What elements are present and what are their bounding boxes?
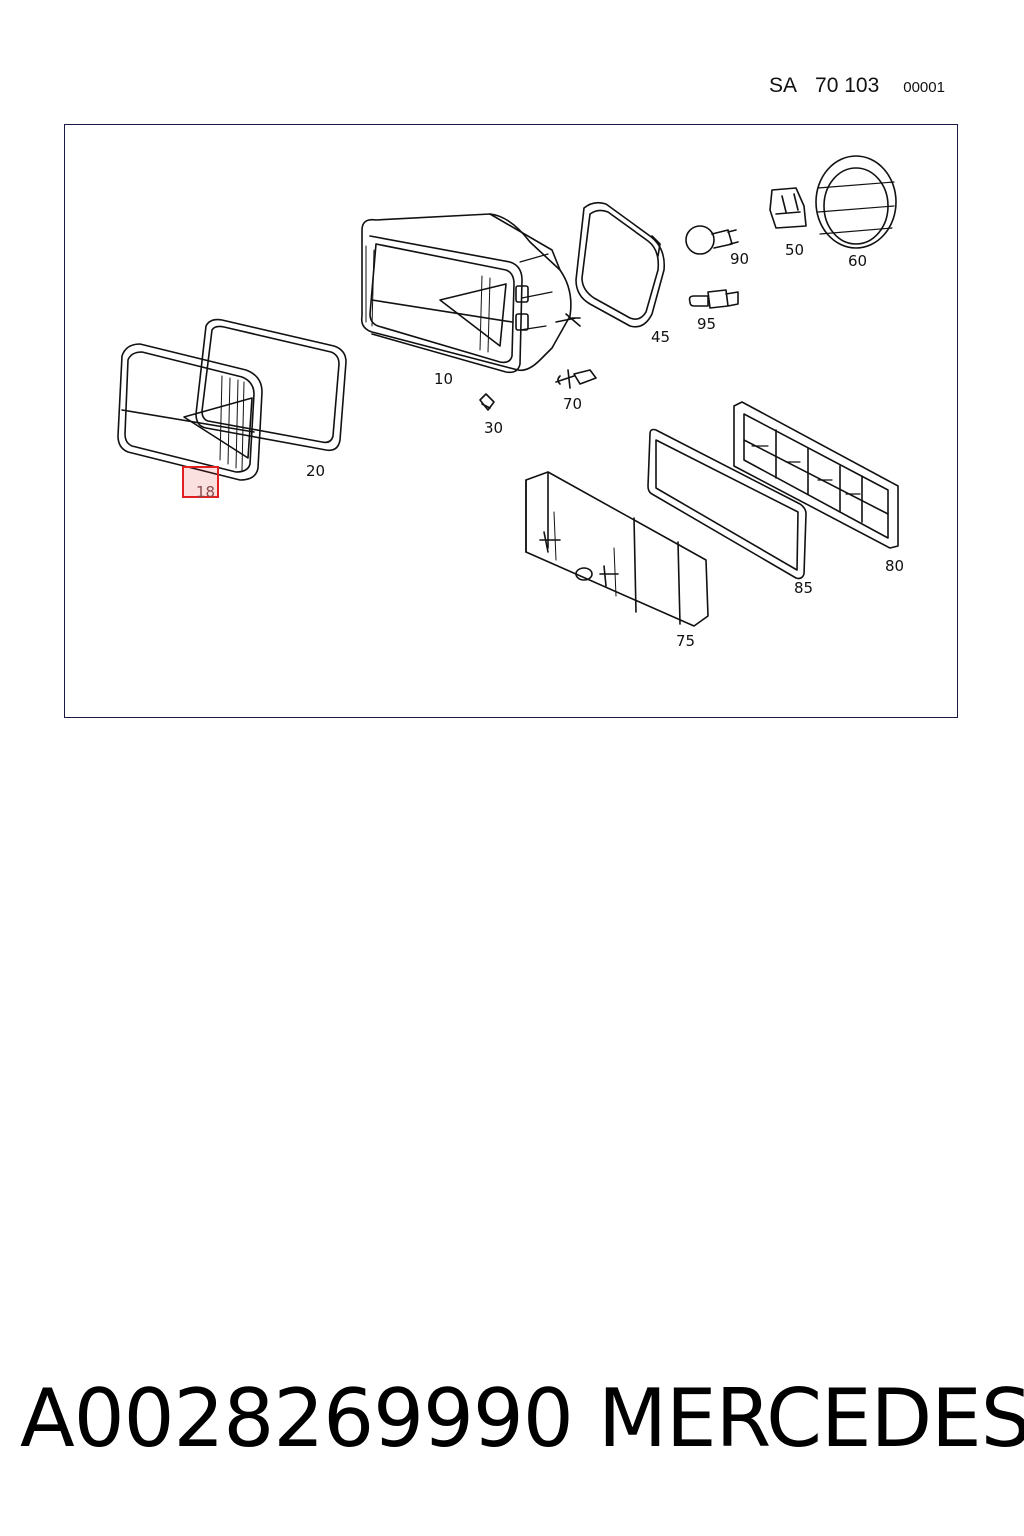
lamp-frame-part-80[interactable] [733,401,899,549]
protective-cap-part-60[interactable] [815,155,897,249]
callout-10[interactable]: 10 [434,370,453,388]
adjusting-screw-part-70[interactable] [555,369,597,389]
headlamp-housing-part-10[interactable] [360,213,581,374]
callout-50[interactable]: 50 [785,241,804,259]
callout-18[interactable]: 18 [196,483,215,501]
callout-70[interactable]: 70 [563,395,582,413]
lamp-gasket-part-85[interactable] [647,428,807,580]
reference-code: 70 103 [815,74,880,97]
callout-95[interactable]: 95 [697,315,716,333]
clip-part-30[interactable] [479,393,495,411]
callout-20[interactable]: 20 [306,462,325,480]
callout-30[interactable]: 30 [484,419,503,437]
reference-prefix: SA [769,74,798,97]
callout-highlight-box [182,466,219,498]
lens-part-18[interactable] [117,343,263,481]
callout-60[interactable]: 60 [848,252,867,270]
lamp-housing-part-75[interactable] [525,471,709,627]
diagram-reference: SA 70 103 00001 [769,74,945,98]
halogen-bulb-part-95[interactable] [688,289,739,309]
callout-90[interactable]: 90 [730,250,749,268]
brand-name: MERCEDES [598,1372,1024,1465]
bulb-socket-part-50[interactable] [769,187,807,229]
exploded-parts-diagram: 10 18 20 30 45 50 60 70 75 80 85 90 95 [117,155,904,650]
reflector-part-45[interactable] [575,201,666,328]
part-number: A0028269990 [20,1372,574,1465]
bulb-part-90[interactable] [685,225,739,255]
callout-45[interactable]: 45 [651,328,670,346]
sheet-number: 00001 [903,79,945,96]
callout-75[interactable]: 75 [676,632,695,650]
callout-80[interactable]: 80 [885,557,904,575]
callout-85[interactable]: 85 [794,579,813,597]
diagram-frame [64,124,958,718]
lens-seal-part-20[interactable] [195,318,347,452]
